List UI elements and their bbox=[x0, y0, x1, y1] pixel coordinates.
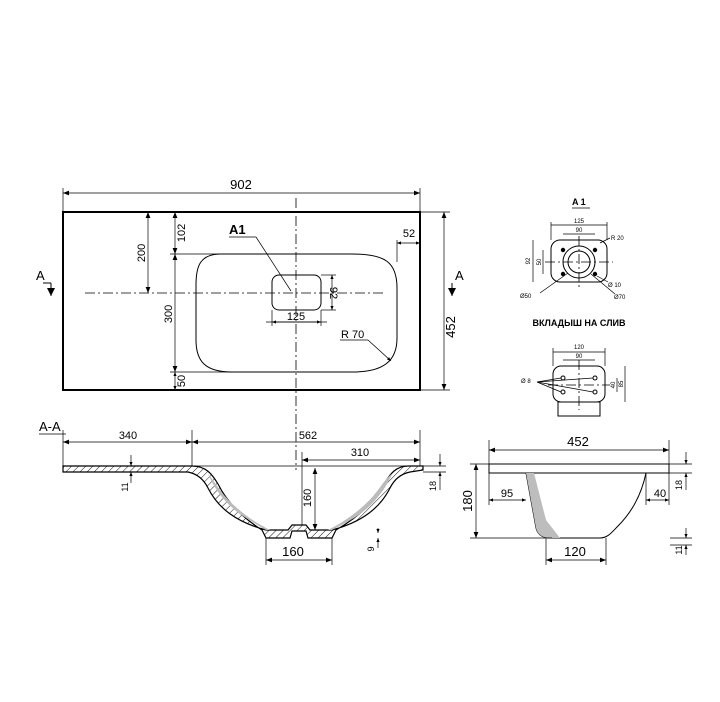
dim-200: 200 bbox=[136, 244, 148, 262]
insert-dim-d8: Ø 8 bbox=[521, 379, 531, 385]
dim-160-depth: 160 bbox=[302, 489, 314, 507]
section-mark-right: A bbox=[455, 268, 464, 283]
dim-11-slab: 11 bbox=[120, 482, 130, 491]
side-dim-40: 40 bbox=[654, 488, 666, 500]
dim-overall-width: 902 bbox=[230, 177, 252, 192]
side-dim-180: 180 bbox=[460, 490, 475, 512]
callout-a1: A1 bbox=[229, 222, 246, 237]
side-dim-18: 18 bbox=[674, 480, 684, 490]
dim-102: 102 bbox=[176, 224, 188, 242]
dim-310: 310 bbox=[351, 447, 369, 459]
side-dim-95: 95 bbox=[501, 488, 513, 500]
detail-a1: A 1 125 90 R 20 92 50 Ø 10 Ø50 Ø70 bbox=[520, 197, 626, 301]
dim-562: 562 bbox=[299, 430, 317, 442]
dim-125: 125 bbox=[287, 311, 305, 323]
dim-radius: R 70 bbox=[341, 329, 364, 341]
detail-a1-dim-d50: Ø50 bbox=[520, 294, 532, 300]
drain-insert: ВКЛАДЫШ НА СЛИВ 120 90 Ø 8 40 85 bbox=[521, 318, 626, 417]
detail-a1-dim-d70: Ø70 bbox=[614, 295, 626, 301]
dim-overall-depth: 452 bbox=[443, 316, 458, 338]
detail-a1-dim-d10: Ø 10 bbox=[608, 283, 622, 289]
dim-50: 50 bbox=[176, 375, 188, 387]
detail-a1-dim-90: 90 bbox=[576, 228, 583, 234]
dim-9: 9 bbox=[366, 546, 376, 551]
side-dim-120: 120 bbox=[564, 544, 586, 559]
detail-a1-dim-50: 50 bbox=[537, 258, 543, 265]
basin-outline bbox=[195, 253, 398, 373]
side-view: 452 180 95 40 18 11 120 bbox=[460, 434, 692, 565]
top-view: 902 452 200 102 300 50 52 92 1 bbox=[36, 177, 464, 470]
detail-a1-dim-92: 92 bbox=[526, 257, 532, 264]
insert-dim-120: 120 bbox=[574, 345, 585, 351]
detail-a1-title: A 1 bbox=[572, 197, 586, 207]
section-a-a: A-A 340 562 310 160 11 18 bbox=[39, 419, 446, 565]
dim-160-width: 160 bbox=[282, 544, 304, 559]
dim-18-section: 18 bbox=[428, 481, 438, 491]
dim-340: 340 bbox=[119, 430, 137, 442]
insert-dim-40: 40 bbox=[611, 381, 617, 388]
detail-a1-dim-125: 125 bbox=[574, 219, 585, 225]
dim-92: 92 bbox=[327, 287, 339, 299]
side-dim-452: 452 bbox=[567, 434, 589, 449]
dim-300: 300 bbox=[163, 305, 175, 323]
side-dim-11: 11 bbox=[674, 545, 684, 554]
insert-dim-85: 85 bbox=[619, 380, 625, 387]
detail-a1-dim-r20: R 20 bbox=[611, 236, 624, 242]
drain-cutout bbox=[271, 274, 322, 311]
dim-52: 52 bbox=[403, 228, 415, 240]
section-mark-left: A bbox=[36, 268, 45, 283]
insert-title: ВКЛАДЫШ НА СЛИВ bbox=[533, 318, 626, 328]
section-title: A-A bbox=[39, 419, 61, 434]
countertop-outline bbox=[62, 211, 421, 391]
side-slab bbox=[488, 463, 670, 474]
insert-dim-90: 90 bbox=[576, 354, 583, 360]
